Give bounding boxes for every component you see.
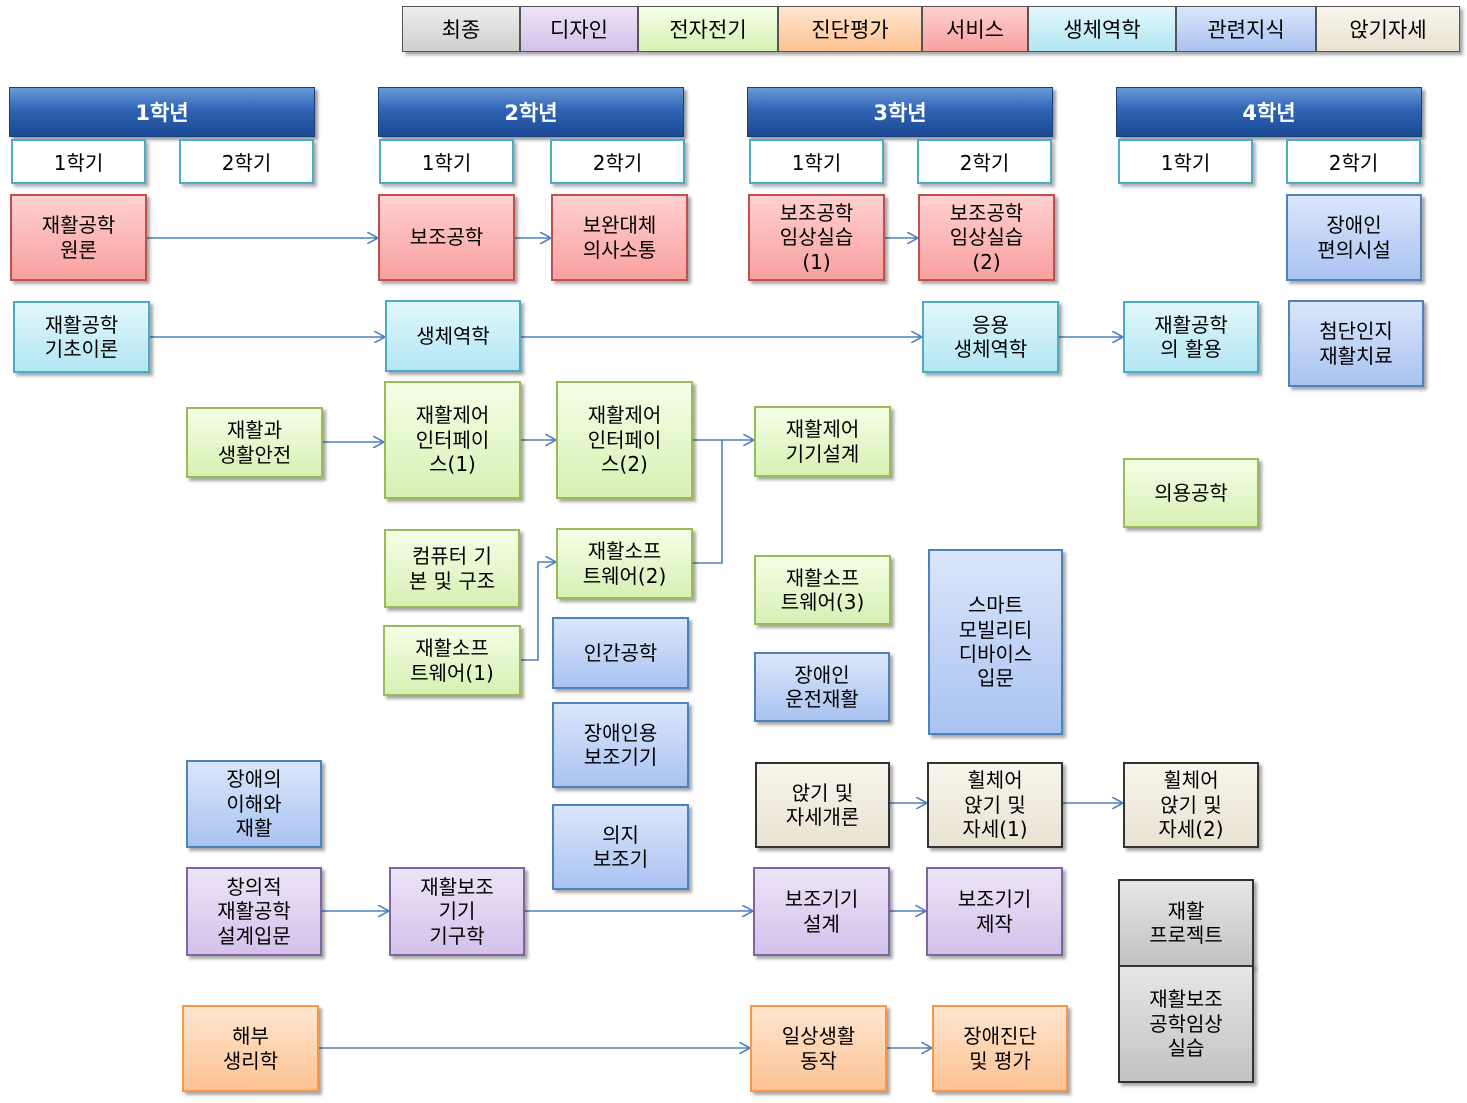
course-rehab-software-3[interactable]: 재활소프 트웨어(3) [754,555,891,625]
course-rehab-software-1[interactable]: 재활소프 트웨어(1) [383,625,521,696]
legend-item-design: 디자인 [520,6,638,52]
course-computer-basics[interactable]: 컴퓨터 기 본 및 구조 [384,529,520,608]
year-header-2: 2학년 [378,87,684,137]
arrow [521,562,555,661]
course-adl[interactable]: 일상생활 동작 [750,1005,887,1092]
course-assistive-eng[interactable]: 보조공학 [378,194,515,281]
legend-item-biomechanics: 생체역학 [1028,6,1176,52]
year4-sem2: 2학기 [1286,139,1421,184]
course-at-mechanism[interactable]: 재활보조 기기 기구학 [389,867,525,956]
course-control-interface-2[interactable]: 재활제어 인터페이 스(2) [556,381,693,499]
course-anatomy[interactable]: 해부 생리학 [182,1005,319,1092]
course-control-interface-1[interactable]: 재활제어 인터페이 스(1) [384,381,521,499]
legend-item-diagnosis: 진단평가 [778,6,922,52]
course-aid-design[interactable]: 보조기기 설계 [753,867,890,956]
course-creative-design[interactable]: 창의적 재활공학 설계입문 [186,867,322,956]
course-rehab-application[interactable]: 재활공학 의 활용 [1123,301,1259,373]
course-biomechanics[interactable]: 생체역학 [385,300,521,372]
arrow [693,440,723,564]
year4-sem1: 1학기 [1118,139,1253,184]
course-wheelchair-sitting-1[interactable]: 휠체어 앉기 및 자세(1) [927,762,1063,848]
course-control-device-design[interactable]: 재활제어 기기설계 [754,406,891,477]
course-medical-eng[interactable]: 의용공학 [1123,458,1259,528]
course-rehab-safety[interactable]: 재활과 생활안전 [186,407,323,478]
course-rehab-software-2[interactable]: 재활소프 트웨어(2) [556,528,693,599]
year-header-4: 4학년 [1116,87,1422,137]
year3-sem2: 2학기 [917,139,1052,184]
legend-item-service: 서비스 [922,6,1028,52]
year3-sem1: 1학기 [749,139,884,184]
year2-sem1: 1학기 [379,139,514,184]
course-applied-biomechanics[interactable]: 응용 생체역학 [922,301,1059,373]
year-header-1: 1학년 [9,87,315,137]
course-sitting-intro[interactable]: 앉기 및 자세개론 [755,762,890,848]
legend-item-sitting: 앉기자세 [1316,6,1460,52]
course-aac[interactable]: 보완대체 의사소통 [551,194,688,281]
year1-sem2: 2학기 [179,139,314,184]
course-smart-mobility[interactable]: 스마트 모빌리티 디바이스 입문 [928,549,1063,735]
course-disabled-aids[interactable]: 장애인용 보조기기 [552,702,689,788]
course-rehab-basic-theory[interactable]: 재활공학 기초이론 [13,301,150,373]
year1-sem1: 1학기 [11,139,146,184]
legend-item-related: 관련지식 [1176,6,1316,52]
year-header-3: 3학년 [747,87,1053,137]
course-cognitive-rehab[interactable]: 첨단인지 재활치료 [1288,300,1424,387]
course-disability-assessment[interactable]: 장애진단 및 평가 [932,1005,1068,1092]
course-at-clinical-2[interactable]: 보조공학 임상실습 (2) [918,194,1055,281]
course-rehab-project[interactable]: 재활 프로젝트 [1118,879,1254,967]
legend-item-final: 최종 [402,6,520,52]
course-prosthesis[interactable]: 의지 보조기 [552,804,689,890]
course-driving-rehab[interactable]: 장애인 운전재활 [754,652,890,722]
course-accessible-facilities[interactable]: 장애인 편의시설 [1286,194,1422,281]
legend-item-electronics: 전자전기 [638,6,778,52]
course-rehab-eng-principles[interactable]: 재활공학 원론 [10,194,147,281]
year2-sem2: 2학기 [550,139,685,184]
course-ergonomics[interactable]: 인간공학 [552,617,689,689]
course-at-clinical-1[interactable]: 보조공학 임상실습 (1) [748,194,885,281]
course-wheelchair-sitting-2[interactable]: 휠체어 앉기 및 자세(2) [1123,762,1259,848]
course-at-clinical-final[interactable]: 재활보조 공학임상 실습 [1118,965,1254,1083]
course-disability-understanding[interactable]: 장애의 이해와 재활 [186,760,322,848]
course-aid-making[interactable]: 보조기기 제작 [926,867,1063,956]
